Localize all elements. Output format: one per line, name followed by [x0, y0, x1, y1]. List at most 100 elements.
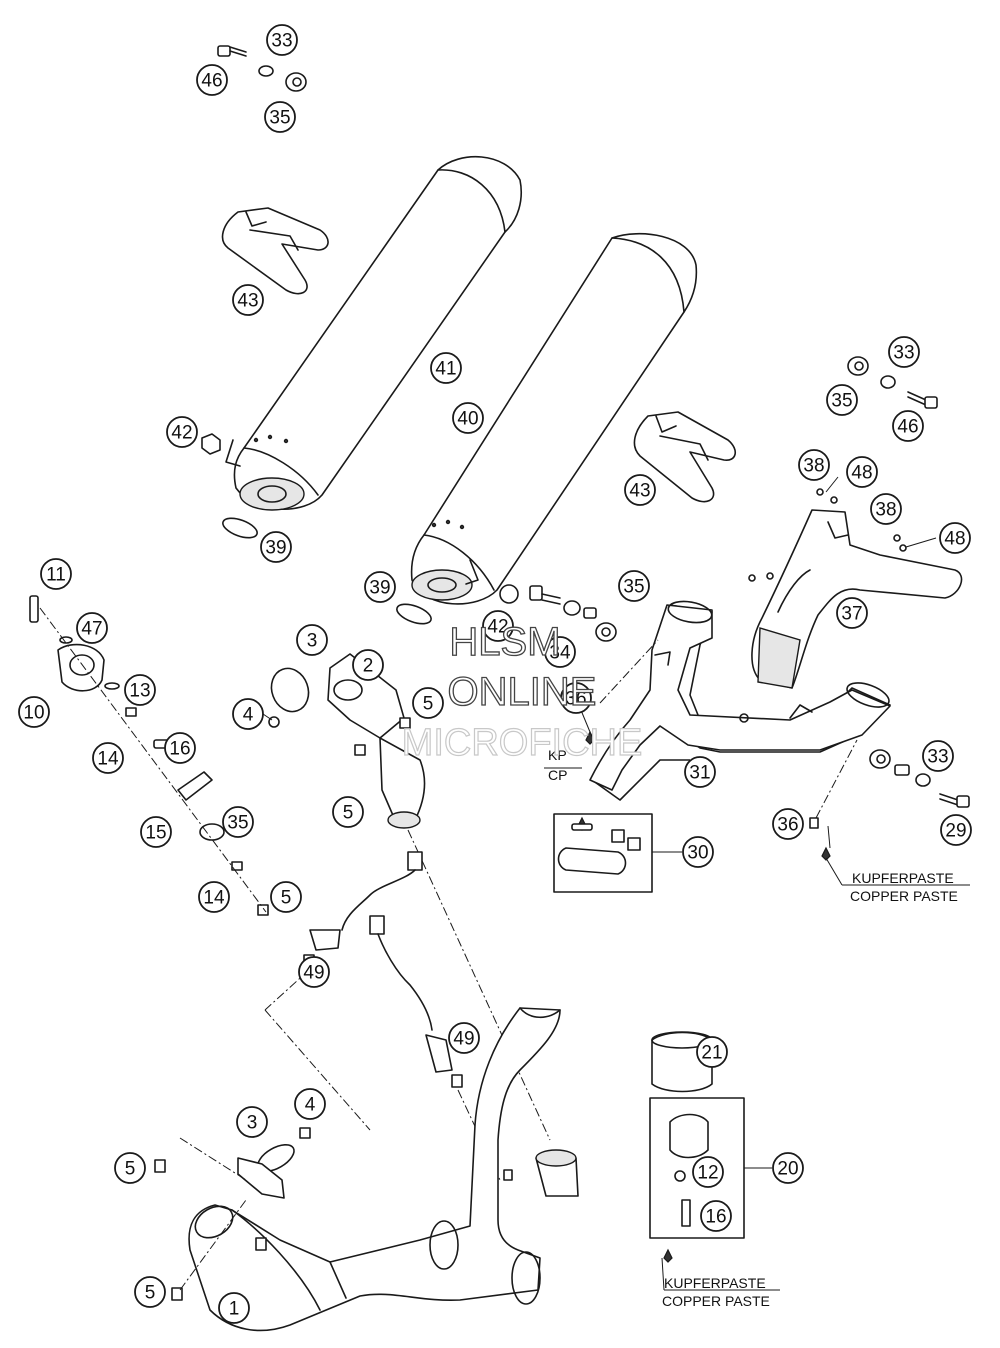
note-cp: CP: [548, 767, 567, 783]
callout-circle: [352, 649, 384, 681]
callout-number: 35: [831, 391, 852, 412]
callout-29: 29: [940, 814, 972, 846]
callout-48: 48: [846, 456, 878, 488]
washer-38-a: [816, 488, 824, 496]
callout-circle: [134, 1276, 166, 1308]
callout-circle: [836, 597, 868, 629]
callout-number: 29: [945, 821, 966, 842]
callout-circle: [939, 522, 971, 554]
callout-number: 10: [23, 703, 44, 724]
watermark-line-3: MICROFICHE: [402, 722, 643, 764]
callout-number: 40: [457, 409, 478, 430]
callout-4: 4: [232, 698, 264, 730]
callout-5: 5: [270, 881, 302, 913]
callout-number: 15: [145, 823, 166, 844]
callout-circle: [624, 474, 656, 506]
callout-circle: [270, 881, 302, 913]
callout-33: 33: [266, 24, 298, 56]
note-copper-paste-en-bottom: COPPER PASTE: [662, 1293, 770, 1309]
callout-20: 20: [772, 1152, 804, 1184]
callout-number: 4: [243, 705, 254, 726]
callout-36: 36: [560, 682, 592, 714]
callout-number: 39: [369, 578, 390, 599]
callout-5: 5: [134, 1276, 166, 1308]
callout-43: 43: [232, 284, 264, 316]
callout-number: 4: [305, 1095, 316, 1116]
repair-kit-30: [553, 813, 653, 893]
clamp-kit-20: [649, 1031, 745, 1263]
callout-number: 43: [629, 481, 650, 502]
callout-circle: [700, 1200, 732, 1232]
callout-48: 48: [939, 522, 971, 554]
callout-circle: [682, 836, 714, 868]
callout-number: 1: [229, 1299, 240, 1320]
heat-shield: [748, 509, 963, 689]
callout-circle: [940, 814, 972, 846]
callout-30: 30: [682, 836, 714, 868]
right-silencer-clamp: [633, 411, 736, 503]
watermark-line-2: ONLINE: [448, 670, 597, 714]
callout-2: 2: [352, 649, 384, 681]
callout-circle: [166, 416, 198, 448]
callout-number: 41: [435, 359, 456, 380]
note-kp: KP: [548, 747, 567, 763]
callout-16: 16: [700, 1200, 732, 1232]
callout-number: 30: [687, 843, 708, 864]
callout-circle: [696, 1036, 728, 1068]
callout-number: 5: [343, 803, 354, 824]
callout-number: 21: [701, 1043, 722, 1064]
low-right-hardware: [809, 749, 970, 861]
callout-number: 42: [171, 423, 192, 444]
callout-40: 40: [452, 402, 484, 434]
callout-number: 47: [81, 619, 102, 640]
note-copper-paste-en-right: COPPER PASTE: [850, 888, 958, 904]
callout-number: 43: [237, 291, 258, 312]
callout-12: 12: [692, 1156, 724, 1188]
callout-circle: [826, 384, 858, 416]
callout-5: 5: [114, 1152, 146, 1184]
callout-number: 5: [423, 694, 434, 715]
callout-number: 14: [97, 749, 119, 770]
callout-15: 15: [140, 816, 172, 848]
callout-number: 31: [689, 763, 710, 784]
callout-circle: [448, 1022, 480, 1054]
gasket-ring-right: [396, 603, 432, 625]
callout-34: 34: [544, 636, 576, 668]
callout-number: 48: [851, 463, 872, 484]
callout-circle: [430, 352, 462, 384]
callout-circle: [846, 456, 878, 488]
callout-35: 35: [618, 570, 650, 602]
callout-number: 39: [265, 538, 286, 559]
callout-circle: [218, 1292, 250, 1324]
callout-circle: [264, 101, 296, 133]
callout-number: 42: [487, 617, 508, 638]
callout-circle: [164, 732, 196, 764]
callout-number: 35: [623, 577, 644, 598]
callout-13: 13: [124, 674, 156, 706]
callout-3: 3: [236, 1106, 268, 1138]
callout-number: 34: [549, 643, 571, 664]
callout-1: 1: [218, 1292, 250, 1324]
callout-42: 42: [482, 610, 514, 642]
callout-circle: [140, 816, 172, 848]
callout-14: 14: [92, 742, 124, 774]
callout-circle: [18, 696, 50, 728]
left-silencer-clamp: [221, 207, 329, 295]
callout-circle: [124, 674, 156, 706]
callout-circle: [888, 336, 920, 368]
callout-33: 33: [888, 336, 920, 368]
callout-4: 4: [294, 1088, 326, 1120]
callout-circle: [76, 612, 108, 644]
callout-49: 49: [298, 956, 330, 988]
watermark-line-1: HLSM: [449, 620, 560, 664]
callout-39: 39: [364, 571, 396, 603]
callout-35: 35: [264, 101, 296, 133]
callout-circle: [452, 402, 484, 434]
washer-48-b: [899, 544, 907, 552]
callout-circle: [332, 796, 364, 828]
top-mount-hardware: [217, 45, 307, 92]
callout-number: 48: [944, 529, 965, 550]
callout-number: 2: [363, 656, 374, 677]
callout-39: 39: [260, 531, 292, 563]
